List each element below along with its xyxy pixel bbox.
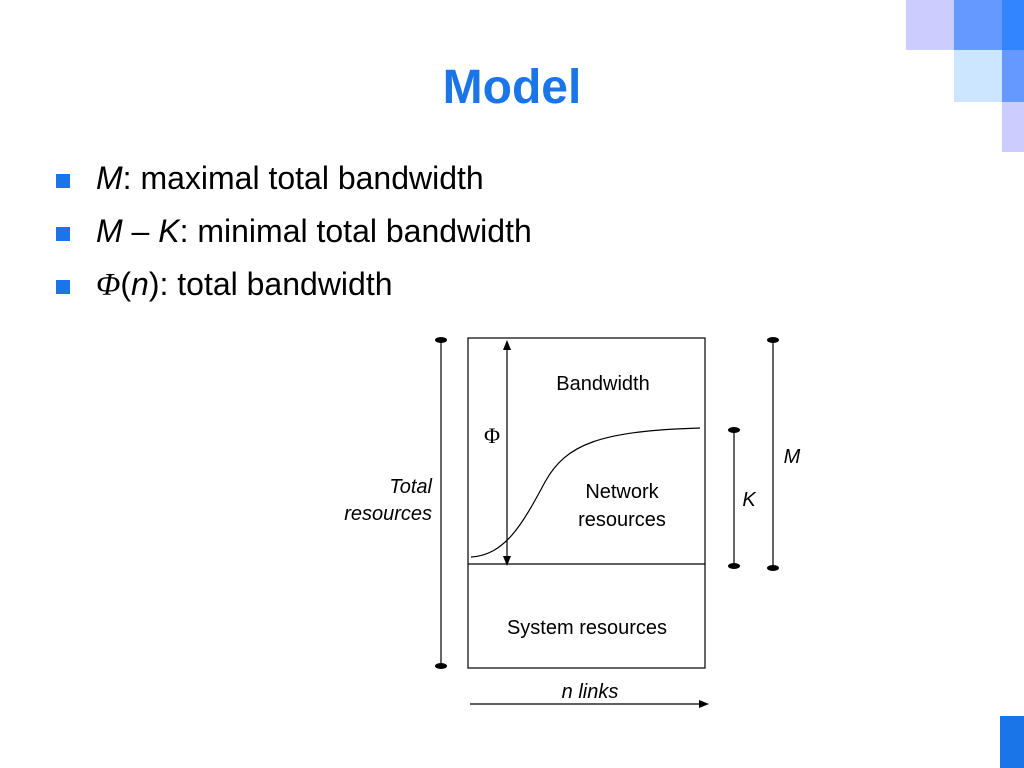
deco-square-7 — [1000, 716, 1024, 768]
symbol-k: K — [158, 213, 180, 249]
bullet-text: : minimal total bandwidth — [179, 213, 532, 249]
deco-square-1 — [906, 0, 954, 50]
phi-label: Φ — [484, 423, 500, 448]
network-resources-label-line1: Network — [585, 481, 659, 503]
total-resources-label-line1: Total — [389, 476, 432, 498]
deco-square-3 — [1002, 0, 1024, 50]
k-label: K — [742, 489, 757, 511]
bandwidth-curve — [470, 427, 701, 558]
deco-square-2 — [954, 0, 1002, 50]
bullet-list: M: maximal total bandwidth M – K: minima… — [56, 158, 532, 317]
k-bottom-dot — [728, 563, 740, 569]
m-label: M — [784, 446, 801, 468]
k-top-dot — [728, 427, 740, 433]
symbol-m: M — [96, 160, 123, 196]
paren-open: ( — [120, 266, 132, 302]
bullet-square-icon — [56, 174, 70, 188]
total-resources-label-line2: resources — [344, 503, 432, 525]
bullet-text: : maximal total bandwidth — [122, 160, 484, 196]
total-top-dot — [435, 337, 447, 343]
network-resources-label-line2: resources — [578, 509, 666, 531]
deco-square-6 — [1002, 102, 1024, 152]
symbol-n: n — [131, 266, 149, 302]
m-bottom-dot — [767, 565, 779, 571]
deco-square-5 — [1002, 50, 1024, 102]
bandwidth-label: Bandwidth — [556, 373, 649, 395]
bullet-item: M – K: minimal total bandwidth — [56, 211, 532, 264]
slide-title: Model — [442, 61, 582, 114]
bullet-item: Φ(n): total bandwidth — [56, 264, 532, 317]
minus-operator: – — [122, 213, 159, 249]
bullet-text: : total bandwidth — [159, 266, 393, 302]
resource-box — [467, 337, 706, 669]
n-links-label: n links — [562, 681, 619, 703]
total-bottom-dot — [435, 663, 447, 669]
n-links-arrow-head — [699, 700, 709, 708]
phi-arrow-head-down — [503, 556, 511, 566]
bullet-square-icon — [56, 227, 70, 241]
symbol-phi: Φ — [96, 266, 121, 302]
system-resources-label: System resources — [507, 617, 667, 639]
m-top-dot — [767, 337, 779, 343]
bullet-square-icon — [56, 280, 70, 294]
bullet-item: M: maximal total bandwidth — [56, 158, 532, 211]
phi-arrow-head-up — [503, 340, 511, 350]
paren-close: ) — [148, 266, 160, 302]
symbol-m: M — [96, 213, 123, 249]
deco-square-4 — [954, 50, 1002, 102]
